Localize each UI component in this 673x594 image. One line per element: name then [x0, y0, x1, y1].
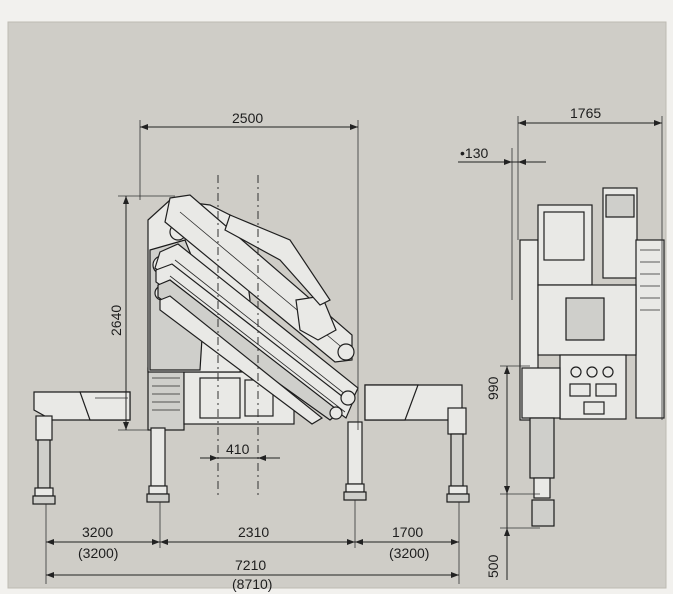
dim-label-left-span: 3200	[82, 524, 113, 540]
dim-label-center-span: 2310	[238, 524, 269, 540]
dim-label-height-side: 2640	[108, 305, 124, 336]
dim-label-end-width: 1765	[570, 105, 601, 121]
side-view	[32, 175, 470, 505]
dim-label-end-height-upper: 990	[485, 376, 501, 400]
dim-label-total-span: 7210	[235, 557, 266, 573]
end-view	[519, 187, 665, 527]
leg-outer-left	[32, 415, 56, 505]
side-dimensions: 2500 2640 410 3200 (3200) 2310 1700	[45, 110, 460, 592]
leg-outer-right	[446, 407, 470, 503]
leg-inner-right	[343, 421, 367, 501]
crane-base	[147, 367, 295, 431]
dim-label-slew-offset: 410	[226, 441, 250, 457]
boom-package	[154, 194, 359, 425]
end-dimensions: 1765 •130 990 500	[458, 105, 663, 580]
dim-label-width-top: 2500	[232, 110, 263, 126]
dim-label-left-span-alt: (3200)	[78, 545, 118, 561]
dim-label-total-span-alt: (8710)	[232, 576, 272, 592]
dim-label-end-height-lower: 500	[485, 554, 501, 578]
left-outrigger-beam	[33, 391, 131, 421]
dim-label-right-span-alt: (3200)	[389, 545, 429, 561]
right-outrigger-beam	[364, 384, 463, 421]
leg-inner-left	[146, 427, 170, 503]
print-border	[7, 21, 667, 589]
dim-label-right-span: 1700	[392, 524, 423, 540]
dim-label-end-offset: •130	[460, 145, 488, 161]
